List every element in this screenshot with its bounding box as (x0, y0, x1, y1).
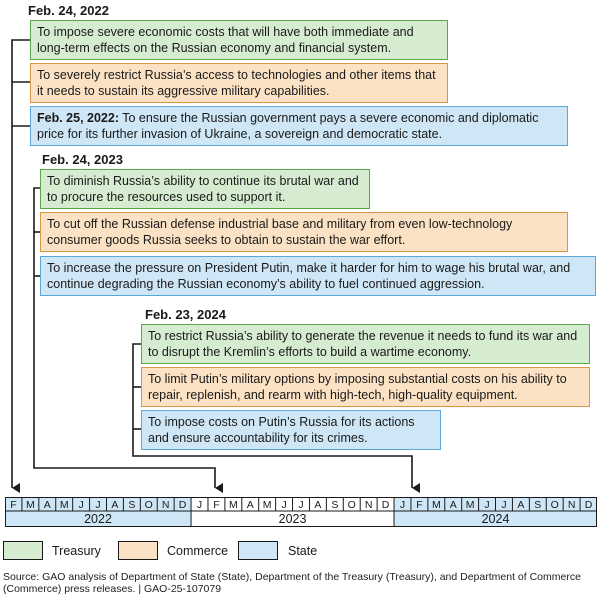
year-label-2024: 2024 (482, 512, 510, 526)
month-label: A (314, 499, 321, 511)
date-2022: Feb. 24, 2022 (28, 3, 109, 18)
inline-date: Feb. 25, 2022: (37, 111, 119, 125)
month-label: J (281, 499, 286, 511)
month-label: J (484, 499, 489, 511)
legend-swatch-commerce (118, 541, 158, 560)
month-label: A (450, 499, 457, 511)
timeline-border (5, 497, 597, 527)
month-label: M (60, 499, 69, 511)
objective-text: To impose costs on Putin’s Russia for it… (148, 415, 415, 445)
month-label: N (162, 499, 170, 511)
connector-2024 (132, 343, 420, 493)
month-label: N (365, 499, 373, 511)
objective-treasury-2024: To restrict Russia’s ability to generate… (141, 324, 590, 364)
year-label-2022: 2022 (84, 512, 112, 526)
objective-text: To diminish Russia’s ability to continue… (47, 174, 359, 204)
objective-text: To limit Putin’s military options by imp… (148, 372, 567, 402)
month-label: J (400, 499, 405, 511)
objective-text: To increase the pressure on President Pu… (47, 261, 571, 291)
month-label: S (128, 499, 135, 511)
month-label: J (501, 499, 506, 511)
month-label: O (348, 499, 356, 511)
month-label: J (95, 499, 100, 511)
legend-label-treasury: Treasury (52, 544, 101, 558)
objective-commerce-2023: To cut off the Russian defense industria… (40, 212, 568, 252)
legend-label-state: State (288, 544, 318, 558)
month-label: A (44, 499, 51, 511)
month-label: J (78, 499, 83, 511)
month-label: F (213, 499, 219, 511)
month-label: D (585, 499, 593, 511)
objective-treasury-2023: To diminish Russia’s ability to continue… (40, 169, 370, 209)
objective-state-2023: To increase the pressure on President Pu… (40, 256, 596, 296)
month-label: S (331, 499, 338, 511)
legend-swatch-treasury (3, 541, 43, 560)
objective-text: To severely restrict Russia’s access to … (37, 68, 436, 98)
month-label: M (466, 499, 475, 511)
legend-swatch-state (238, 541, 278, 560)
objective-text: To ensure the Russian government pays a … (37, 111, 539, 141)
month-label: D (382, 499, 390, 511)
month-label: N (568, 499, 576, 511)
objective-text: To impose severe economic costs that wil… (37, 25, 414, 55)
objective-treasury-2022: To impose severe economic costs that wil… (30, 20, 448, 60)
connector-2022 (11, 39, 30, 493)
year-label-2023: 2023 (279, 512, 307, 526)
objective-commerce-2024: To limit Putin’s military options by imp… (141, 367, 590, 407)
month-label: F (10, 499, 16, 511)
objective-commerce-2022: To severely restrict Russia’s access to … (30, 63, 448, 103)
month-label: D (179, 499, 187, 511)
month-label: J (197, 499, 202, 511)
month-label: O (145, 499, 153, 511)
date-2024: Feb. 23, 2024 (145, 307, 226, 322)
objective-text: To restrict Russia’s ability to generate… (148, 329, 578, 359)
month-label: A (517, 499, 524, 511)
month-label: A (247, 499, 254, 511)
month-label: S (534, 499, 541, 511)
objective-state-2022: Feb. 25, 2022: To ensure the Russian gov… (30, 106, 568, 146)
month-label: J (298, 499, 303, 511)
month-label: O (551, 499, 559, 511)
month-label: M (26, 499, 35, 511)
connector-2023 (33, 187, 223, 493)
year-segment-2022 (5, 497, 192, 527)
month-label: A (111, 499, 118, 511)
month-label: M (229, 499, 238, 511)
objective-state-2024: To impose costs on Putin’s Russia for it… (141, 410, 441, 450)
date-2023: Feb. 24, 2023 (42, 152, 123, 167)
objective-text: To cut off the Russian defense industria… (47, 217, 513, 247)
month-label: M (263, 499, 272, 511)
legend-label-commerce: Commerce (167, 544, 229, 558)
source-note: Source: GAO analysis of Department of St… (3, 571, 581, 595)
month-label: F (416, 499, 422, 511)
month-label: M (432, 499, 441, 511)
